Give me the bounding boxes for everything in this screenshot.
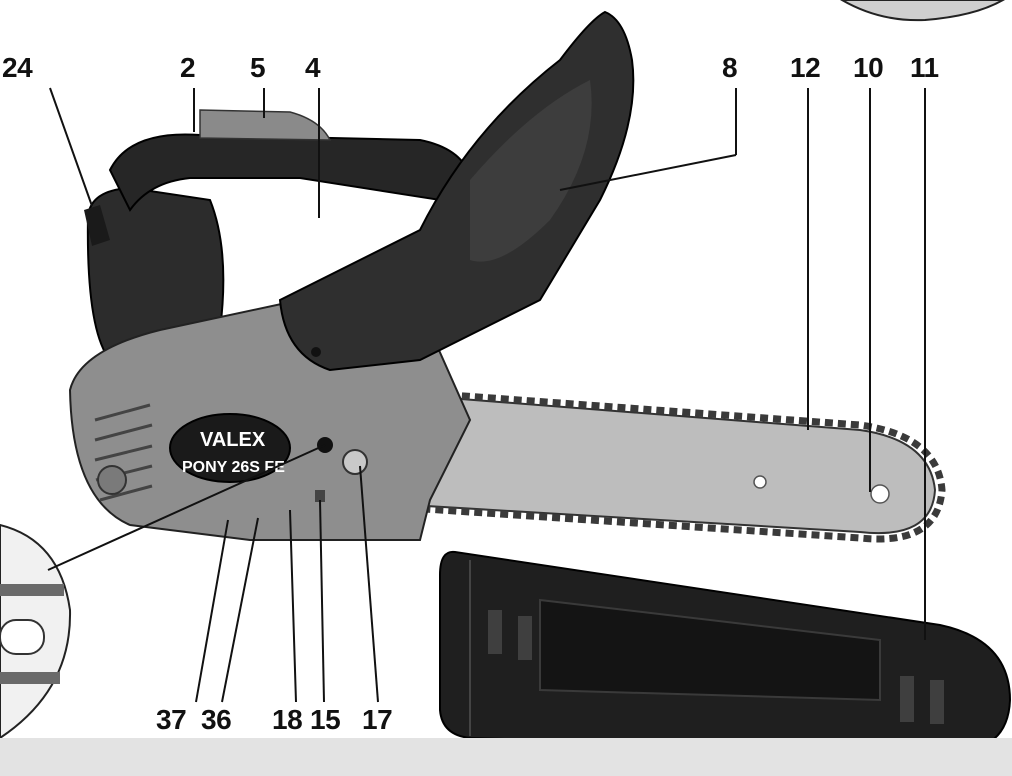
guide-bar <box>409 388 946 543</box>
callout-11: 11 <box>910 52 939 83</box>
leader-36 <box>221 517 259 703</box>
leader-inset <box>47 444 326 571</box>
leader-lines <box>47 87 926 703</box>
leader-24 <box>49 87 93 207</box>
brand-model: PONY 26S FE <box>182 459 285 476</box>
leader-8b <box>559 154 737 191</box>
leader-18 <box>289 509 297 703</box>
rear-housing <box>84 186 225 362</box>
footer-band <box>0 738 1012 776</box>
callout-12: 12 <box>790 52 821 83</box>
leader-15 <box>319 499 325 703</box>
callout-37: 37 <box>156 704 187 735</box>
callout-17: 17 <box>362 704 393 735</box>
top-handle <box>108 109 472 212</box>
chain-brake-guard <box>278 10 635 372</box>
inset-chain-detail <box>0 584 64 684</box>
detail-inset-circle-top <box>840 0 1006 22</box>
brand-logo: VALEX <box>200 429 266 451</box>
leader-17 <box>359 465 379 703</box>
callout-36: 36 <box>201 704 232 735</box>
leader-37 <box>195 519 229 703</box>
callout-4: 4 <box>305 52 321 83</box>
callout-8: 8 <box>722 52 738 83</box>
callout-24: 24 <box>2 52 33 83</box>
callout-2: 2 <box>180 52 196 83</box>
callout-5: 5 <box>250 52 266 83</box>
callout-10: 10 <box>853 52 884 83</box>
callout-18: 18 <box>272 704 303 735</box>
callout-15: 15 <box>310 704 341 735</box>
